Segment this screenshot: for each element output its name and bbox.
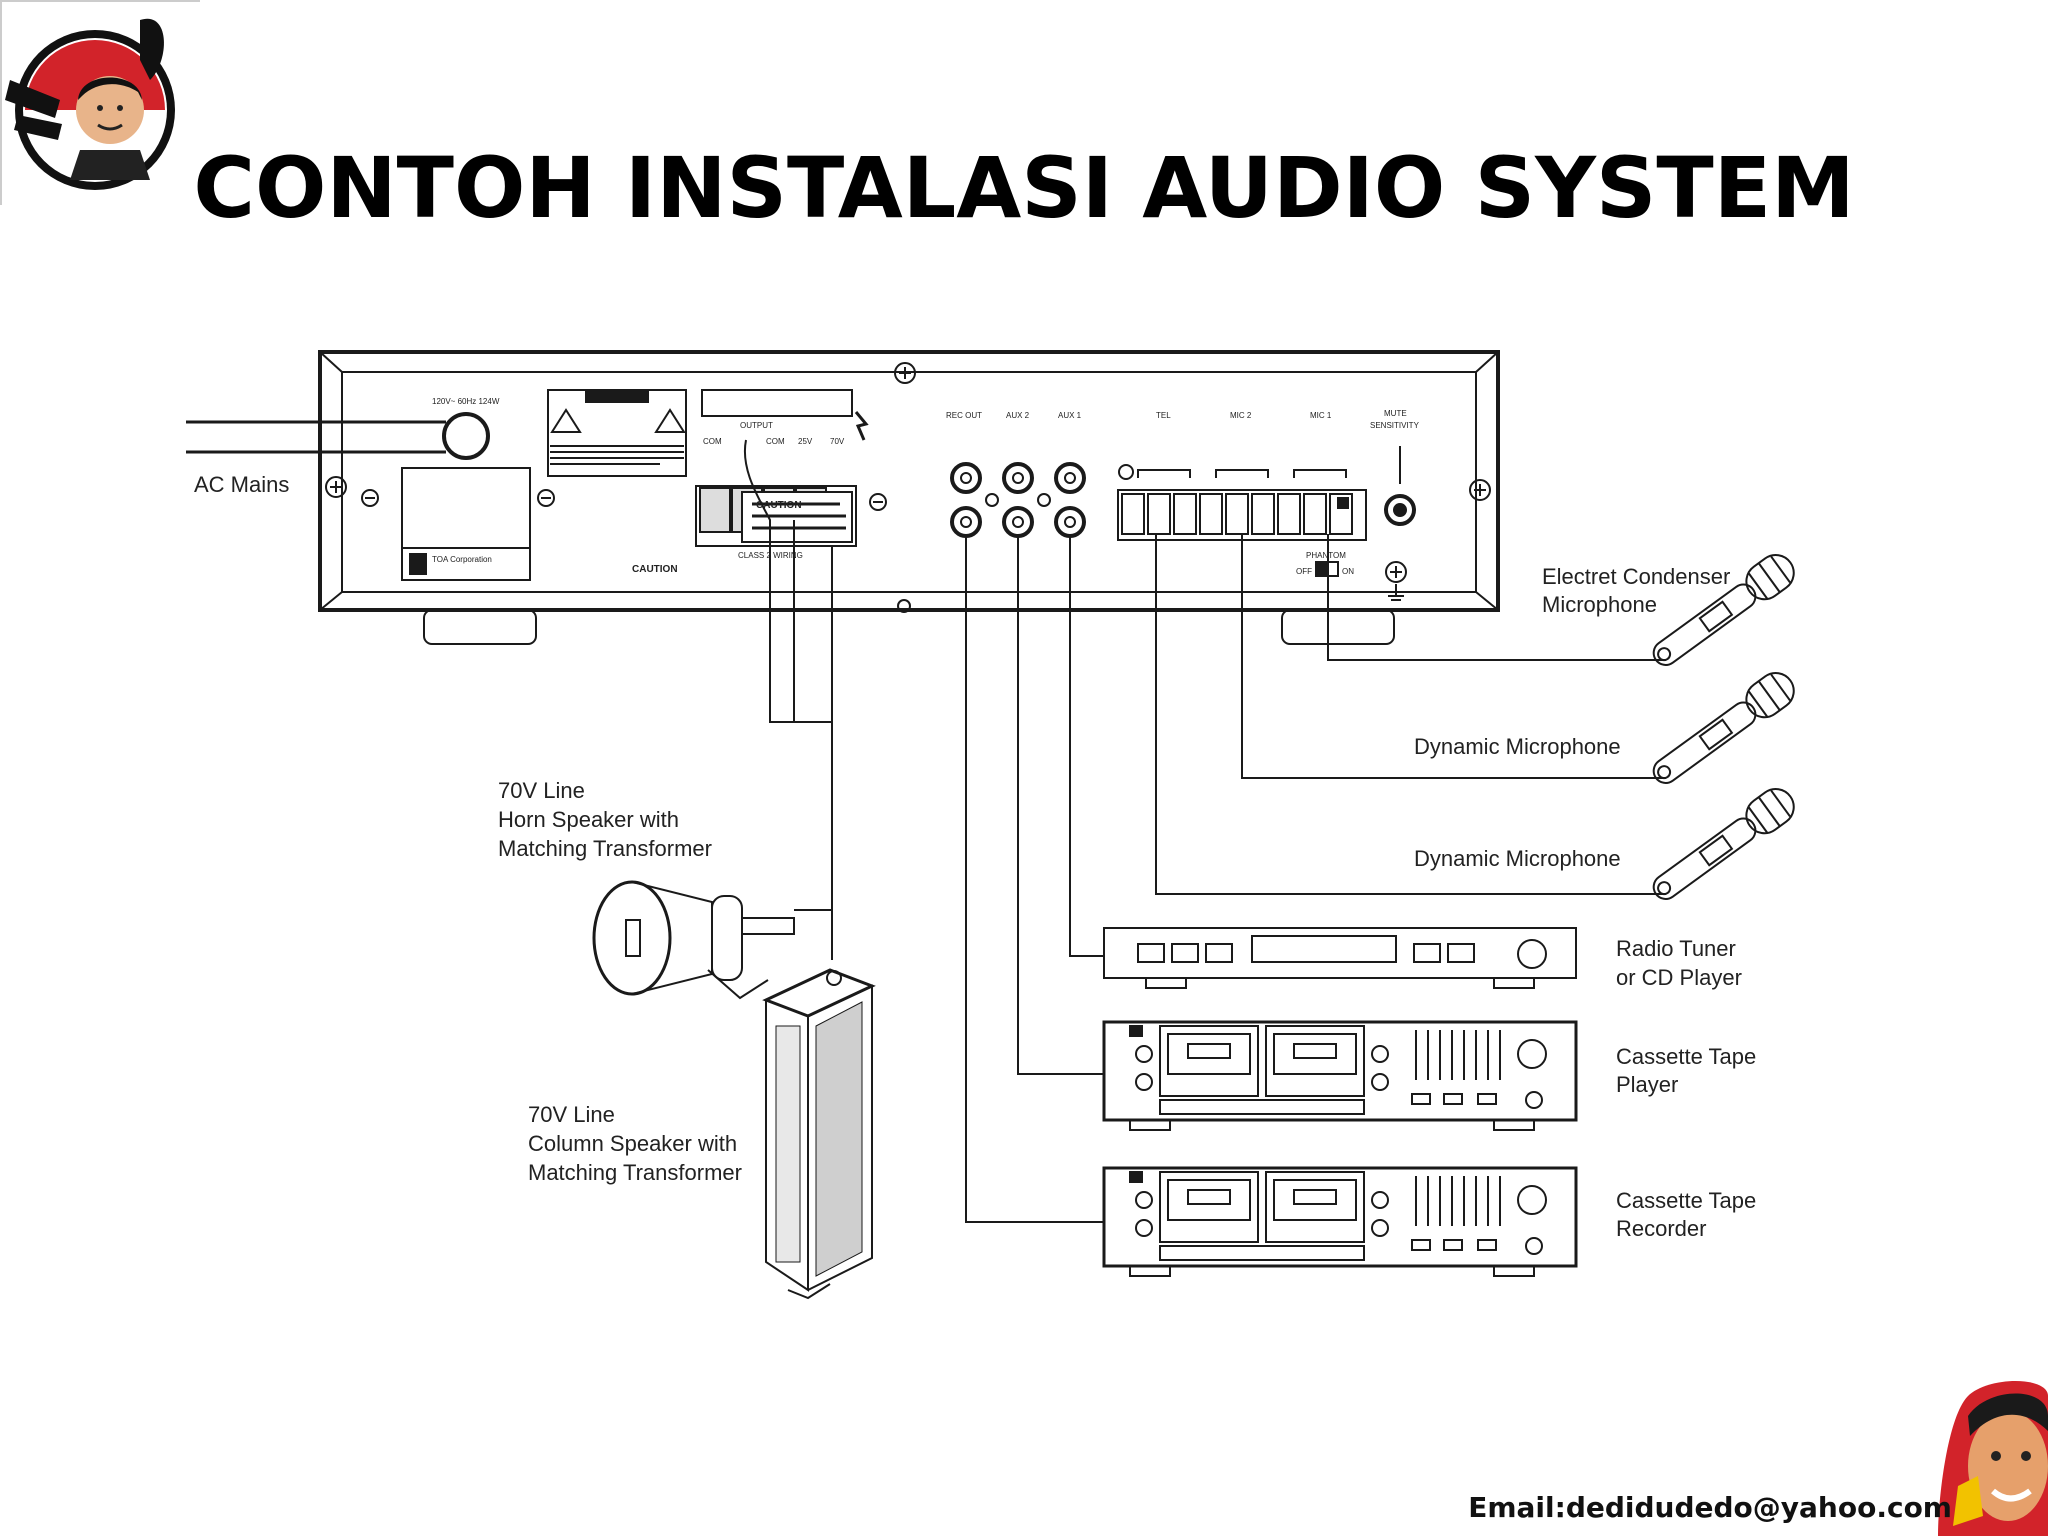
- dynamic-microphone-2-icon: [1652, 788, 1795, 900]
- mic2-label: MIC 2: [1230, 411, 1252, 420]
- com2-label: COM: [766, 437, 785, 446]
- output-label: OUTPUT: [740, 421, 773, 430]
- caution-box-label: CAUTION: [756, 500, 802, 511]
- rec-out-label: REC OUT: [946, 411, 982, 420]
- amplifier-rear-panel: [186, 350, 1500, 645]
- dynamic-microphone-1-icon: [1652, 672, 1795, 784]
- dynamic-mic-2-label: Dynamic Microphone: [1414, 846, 1621, 871]
- connection-wires: [743, 439, 1666, 1223]
- terminal-block: [1121, 493, 1353, 535]
- column-speaker-label-line1: 70V Line: [528, 1102, 615, 1127]
- ac-mains-label: AC Mains: [194, 472, 289, 497]
- aux2-label: AUX 2: [1006, 411, 1030, 420]
- contact-email: Email:dedidudedo@yahoo.com: [1468, 1491, 1952, 1524]
- phantom-label: PHANTOM: [1306, 551, 1346, 560]
- horn-speaker-icon: [592, 880, 795, 1000]
- horn-speaker-label-line2: Horn Speaker with: [498, 807, 679, 832]
- horn-speaker-label-line3: Matching Transformer: [498, 836, 712, 861]
- phantom-off-label: OFF: [1296, 567, 1312, 576]
- power-rating-label: 120V~ 60Hz 124W: [432, 397, 500, 406]
- phantom-on-label: ON: [1342, 567, 1354, 576]
- radio-tuner-label-line1: Radio Tuner: [1616, 936, 1736, 961]
- column-speaker-label-line3: Matching Transformer: [528, 1160, 742, 1185]
- caution-label: CAUTION: [632, 564, 678, 575]
- cassette-player-label-line2: Player: [1616, 1072, 1678, 1097]
- cassette-player-icon: [1102, 1020, 1578, 1131]
- page-title: CONTOH INSTALASI AUDIO SYSTEM: [193, 139, 1855, 237]
- com-label: COM: [703, 437, 722, 446]
- mute-label: MUTE: [1384, 409, 1407, 418]
- column-speaker-label-line2: Column Speaker with: [528, 1131, 737, 1156]
- electret-mic-label-line1: Electret Condenser: [1542, 564, 1730, 589]
- radio-tuner-label-line2: or CD Player: [1616, 965, 1742, 990]
- cassette-player-label-line1: Cassette Tape: [1616, 1044, 1756, 1069]
- avatar: [1938, 1381, 2048, 1536]
- column-speaker-icon: [762, 968, 876, 1300]
- cassette-recorder-label-line2: Recorder: [1616, 1216, 1706, 1241]
- sensitivity-label: SENSITIVITY: [1370, 421, 1420, 430]
- mic1-label: MIC 1: [1310, 411, 1332, 420]
- aux1-label: AUX 1: [1058, 411, 1082, 420]
- logo-image: [0, 0, 200, 205]
- electret-mic-label-line2: Microphone: [1542, 592, 1657, 617]
- company-label: TOA Corporation: [432, 555, 492, 564]
- electret-microphone-icon: [1652, 554, 1795, 666]
- dynamic-mic-1-label: Dynamic Microphone: [1414, 734, 1621, 759]
- class2-wiring-label: CLASS 2 WIRING: [738, 551, 803, 560]
- cassette-recorder-icon: [1102, 1166, 1578, 1277]
- tel-label: TEL: [1156, 411, 1171, 420]
- horn-speaker-label-line1: 70V Line: [498, 778, 585, 803]
- v70-label: 70V: [830, 437, 845, 446]
- radio-tuner-icon: [1103, 927, 1577, 989]
- cassette-recorder-label-line1: Cassette Tape: [1616, 1188, 1756, 1213]
- v25-label: 25V: [798, 437, 813, 446]
